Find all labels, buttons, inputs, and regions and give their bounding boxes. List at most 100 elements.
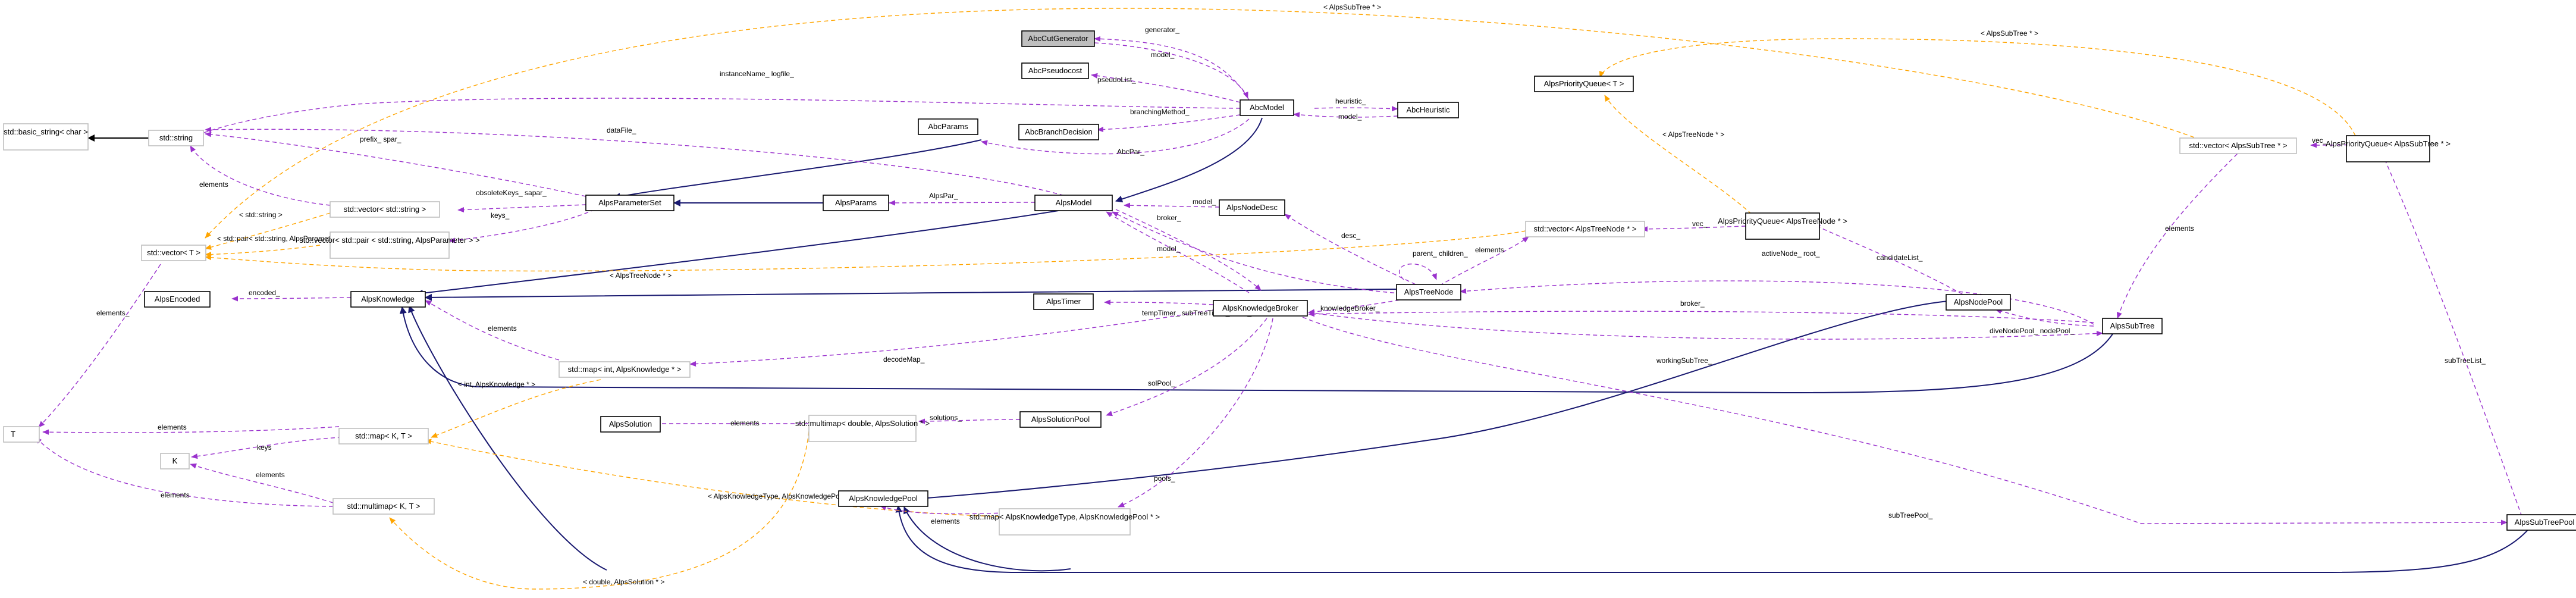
node-std-vector-pair[interactable]: std::vector< std::pair < std::string, Al… [299,231,480,259]
edge-label: pools_ [1154,474,1175,483]
edge-tmpl-mapKT-to-map-int [431,379,601,438]
edge-use-desc [1284,214,1416,285]
node-std-string[interactable]: std::string [148,130,204,146]
node-std-basic-string[interactable]: std::basic_string< char > [3,123,89,151]
node-alps-priority-queue-T[interactable]: AlpsPriorityQueue< T > [1534,76,1634,92]
edge-label: < int, AlpsKnowledge * > [458,380,535,389]
node-abc-model[interactable]: AbcModel [1240,99,1294,116]
node-abc-heuristic[interactable]: AbcHeuristic [1397,102,1459,118]
edge-use-pseudolist [1091,73,1241,103]
node-label: AlpsModel [1056,198,1092,207]
node-alps-encoded[interactable]: AlpsEncoded [144,291,211,308]
node-alps-model[interactable]: AlpsModel [1034,195,1113,211]
node-abc-pseudocost[interactable]: AbcPseudocost [1021,62,1089,79]
node-alps-tree-node[interactable]: AlpsTreeNode [1396,284,1461,300]
edge-use-generator [1094,36,1250,101]
node-std-vector-string[interactable]: std::vector< std::string > [330,201,440,218]
node-label: AlpsKnowledgePool [849,494,918,503]
edge-label: elements [161,491,190,499]
node-alps-knowledge-pool[interactable]: AlpsKnowledgePool [838,490,928,507]
edge-use-encoded [231,296,352,302]
nodes: AbcCutGenerator AbcPseudocost AbcBranchD… [3,30,2576,536]
node-label: K [172,456,178,465]
node-alps-knowledge[interactable]: AlpsKnowledge [350,291,426,308]
edge-use-abcpar [981,118,1250,155]
edge-tmpl-vecT-to-vec-treenode [205,230,1526,272]
node-alps-knowledge-broker[interactable]: AlpsKnowledgeBroker [1213,300,1308,317]
node-alps-solution[interactable]: AlpsSolution [600,416,661,433]
node-alps-priority-queue-treenode[interactable]: AlpsPriorityQueue< AlpsTreeNode * > [1718,212,1847,240]
node-label: AlpsKnowledge [361,295,415,303]
edge-alpsmodel-to-alpsknowledge [416,209,1066,297]
edge-label: subTreeList_ [2445,356,2486,365]
node-abc-cut-generator[interactable]: AbcCutGenerator [1021,30,1095,47]
node-K[interactable]: K [160,453,190,469]
edge-use-map-int-elements [425,300,560,361]
node-alps-params[interactable]: AlpsParams [823,195,889,211]
node-alps-priority-queue-subtree[interactable]: AlpsPriorityQueue< AlpsSubTree * > [2326,135,2451,162]
edge-use-subtreepool [1302,317,2508,525]
node-std-map-int-knowledge[interactable]: std::map< int, AlpsKnowledge * > [559,361,691,378]
node-std-multimap-double-solution[interactable]: std::multimap< double, AlpsSolution * > [795,415,930,442]
edge-tmpl-vecT-to-vec-string [205,212,331,250]
node-abc-params[interactable]: AbcParams [918,118,978,135]
edge-label: instanceName_ logfile_ [720,70,794,78]
edge-label: keys [257,443,272,452]
node-alps-node-desc[interactable]: AlpsNodeDesc [1219,199,1285,216]
node-std-multimap-K-T[interactable]: std::multimap< K, T > [332,498,435,515]
node-abc-branch-decision[interactable]: AbcBranchDecision [1018,124,1099,140]
edge-use-solpool [1106,318,1267,417]
edge-tmpl-vecT-to-vec-pair [205,245,321,258]
node-label: std::multimap< double, AlpsSolution * > [795,419,930,428]
edge-label: keys_ [491,211,510,220]
edge-use-alpspar [889,200,1036,206]
node-std-vector-subtree[interactable]: std::vector< AlpsSubTree * > [2179,137,2297,154]
node-label: AlpsSolution [609,419,652,428]
edge-label: model_ [1151,51,1175,59]
edge-tmpl-mapKT-to-map-kt-pool [425,439,1000,517]
edge-label: parent_ children_ [1413,249,1468,258]
edge-use-pools [1118,318,1273,508]
edge-label: generator_ [1145,26,1179,34]
edge-label: model_ [1338,112,1362,121]
edge-use-model-cutgen [1094,42,1248,99]
edge-label: broker_ [1680,299,1705,308]
edge-label: knowledgeBroker_ [1320,304,1380,312]
edge-label: vec_ [1692,220,1708,228]
node-label: AbcHeuristic [1407,105,1450,114]
node-alps-solution-pool[interactable]: AlpsSolutionPool [1019,411,1102,428]
edge-use-K-keys [191,437,343,459]
node-label-text: std::map< AlpsKnowledgeType, AlpsKnowled… [969,512,1160,521]
node-alps-parameter-set[interactable]: AlpsParameterSet [585,195,674,211]
edge-tmpl-pqT-to-pq-treenode [1604,95,1752,215]
edge-label: elements [2165,224,2194,233]
node-label: AlpsPriorityQueue< AlpsTreeNode * > [1718,217,1847,226]
edge-abcparams-to-alpsparameterset [613,139,982,200]
edge-use-K-keys2 [190,463,334,503]
edge-use-timer [1104,299,1214,305]
node-alps-sub-tree[interactable]: AlpsSubTree [2102,318,2163,334]
node-label: AlpsPriorityQueue< AlpsSubTree * > [2326,139,2451,148]
node-T[interactable]: T [3,426,40,443]
edge-label: obsoleteKeys_ sapar_ [476,189,547,197]
edge-use-string-instancename [196,98,1241,136]
edge-tmpl-vecT-to-vec-subtree [205,8,2201,239]
node-alps-node-pool[interactable]: AlpsNodePool [1946,294,2011,311]
edge-use-keys [448,209,595,243]
edge-use-prefix [205,132,586,197]
edge-use-decodemap [689,309,1217,367]
node-alps-timer[interactable]: AlpsTimer [1033,293,1094,310]
node-std-map-K-T[interactable]: std::map< K, T > [338,428,429,444]
edge-use-broker-model [1106,211,1250,293]
edge-label: pseudoList_ [1097,76,1136,84]
node-alps-sub-tree-pool[interactable]: AlpsSubTreePool [2506,514,2576,531]
node-label: std::map< AlpsKnowledgeType, AlpsKnowled… [969,512,1160,521]
edge-use-model-nodedesc [1124,202,1220,208]
edge-label: model_ [1157,245,1181,253]
node-std-vector-treenode[interactable]: std::vector< AlpsTreeNode * > [1525,221,1645,237]
node-label: std::basic_string< char > [4,127,88,136]
node-std-map-type-pool[interactable]: std::map< AlpsKnowledgeType, AlpsKnowled… [969,508,1160,536]
edge-label: subTreePool_ [1888,511,1933,519]
node-std-vector-T[interactable]: std::vector< T > [141,245,206,261]
